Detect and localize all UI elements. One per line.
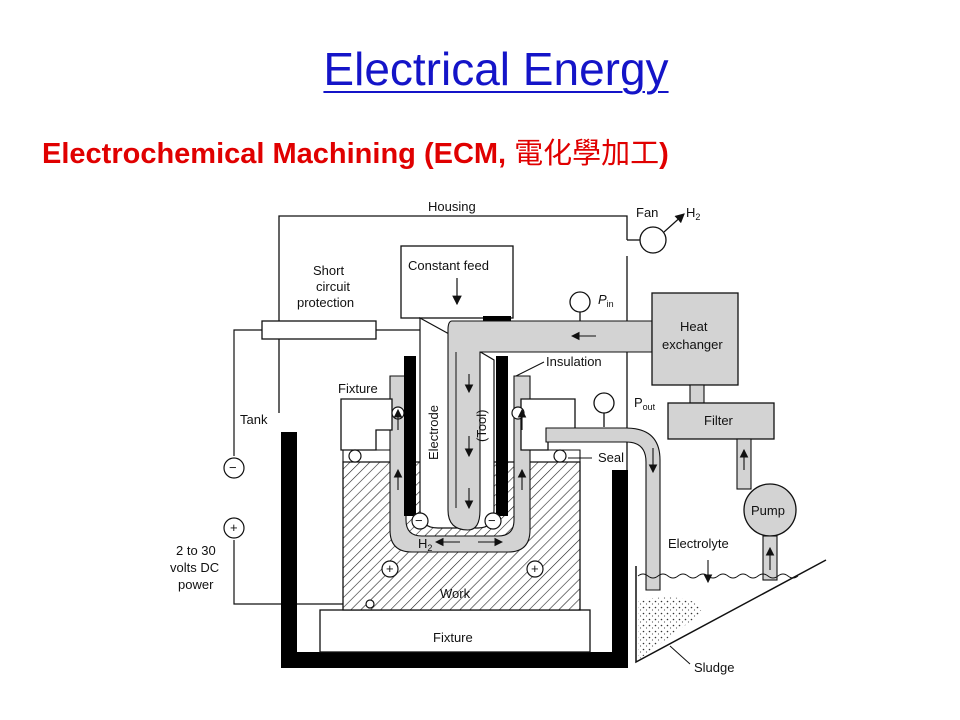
label-fan-h2-sub: 2 <box>695 212 700 222</box>
label-housing: Housing <box>428 199 476 214</box>
short-circuit-box <box>261 320 377 340</box>
label-fan-h2-main: H <box>686 205 695 220</box>
plus-sign-left: + <box>386 561 394 576</box>
label-filter: Filter <box>704 413 734 428</box>
insulation-left <box>404 356 416 516</box>
label-short: Short <box>313 263 344 278</box>
label-work: Work <box>440 586 471 601</box>
label-tank: Tank <box>240 412 268 427</box>
subtitle-chinese: 電化學加工 <box>514 136 660 170</box>
label-fixture-bottom: Fixture <box>433 630 473 645</box>
pin-gauge <box>569 291 591 313</box>
positive-wire <box>233 540 368 605</box>
label-pout-main: P <box>634 395 643 410</box>
label-pout: Pout <box>634 395 656 412</box>
page-title: Electrical Energy <box>323 43 669 95</box>
fan <box>639 226 667 254</box>
label-pout-sub: out <box>643 402 656 412</box>
electrode-negative-right <box>484 512 502 530</box>
work-positive-right <box>526 560 544 578</box>
fan-exhaust-arrow <box>663 213 685 233</box>
label-circuit: circuit <box>316 279 350 294</box>
outlet-pipe <box>545 427 661 591</box>
label-h2-bottom-sub: 2 <box>427 543 432 553</box>
electrolyte-surface <box>637 573 799 579</box>
label-seal: Seal <box>598 450 624 465</box>
label-fan: Fan <box>636 205 658 220</box>
label-h2-bottom: H2 <box>418 536 432 553</box>
label-pin-main: P <box>598 292 607 307</box>
page-subtitle: Electrochemical Machining (ECM, 電化學加工) <box>42 130 669 172</box>
label-volts-1: 2 to 30 <box>176 543 216 558</box>
label-sludge: Sludge <box>694 660 734 675</box>
positive-terminal <box>223 517 245 539</box>
label-fixture-top: Fixture <box>338 381 378 396</box>
plus-sign-right: + <box>531 561 539 576</box>
pout-gauge <box>593 392 615 414</box>
label-protection: protection <box>297 295 354 310</box>
label-constant-feed: Constant feed <box>408 258 489 273</box>
label-tool: (Tool) <box>474 409 489 442</box>
seal <box>553 449 567 463</box>
label-electrolyte: Electrolyte <box>668 536 729 551</box>
label-insulation: Insulation <box>546 354 602 369</box>
negative-terminal <box>223 457 245 479</box>
subtitle-close: ) <box>659 138 669 170</box>
bottom-fixture <box>319 609 591 653</box>
work-positive-left <box>381 560 399 578</box>
label-pin: Pin <box>598 292 614 309</box>
label-electrode: Electrode <box>426 405 441 460</box>
minus-sign-right: − <box>488 513 496 528</box>
electrode-negative-left <box>411 512 429 530</box>
heat-exchanger <box>651 292 739 386</box>
minus-sign-power: − <box>229 460 237 475</box>
filter <box>667 402 775 440</box>
left-fixture <box>340 398 393 451</box>
label-pin-sub: in <box>607 299 614 309</box>
subtitle-main: Electrochemical Machining (ECM, <box>42 138 515 170</box>
label-h2-bottom-main: H <box>418 536 427 551</box>
label-volts-2: volts DC <box>170 560 219 575</box>
sludge-tank <box>635 559 827 664</box>
label-fan-h2: H2 <box>686 205 700 222</box>
label-pump: Pump <box>751 503 785 518</box>
insulation-right <box>496 356 508 516</box>
minus-sign-left: − <box>415 513 423 528</box>
negative-wire <box>233 329 262 456</box>
label-volts-3: power <box>178 577 214 592</box>
label-heat: Heat <box>680 319 708 334</box>
plus-sign-power: + <box>230 520 238 535</box>
supply-pipe <box>447 320 653 531</box>
label-exchanger: exchanger <box>662 337 723 352</box>
